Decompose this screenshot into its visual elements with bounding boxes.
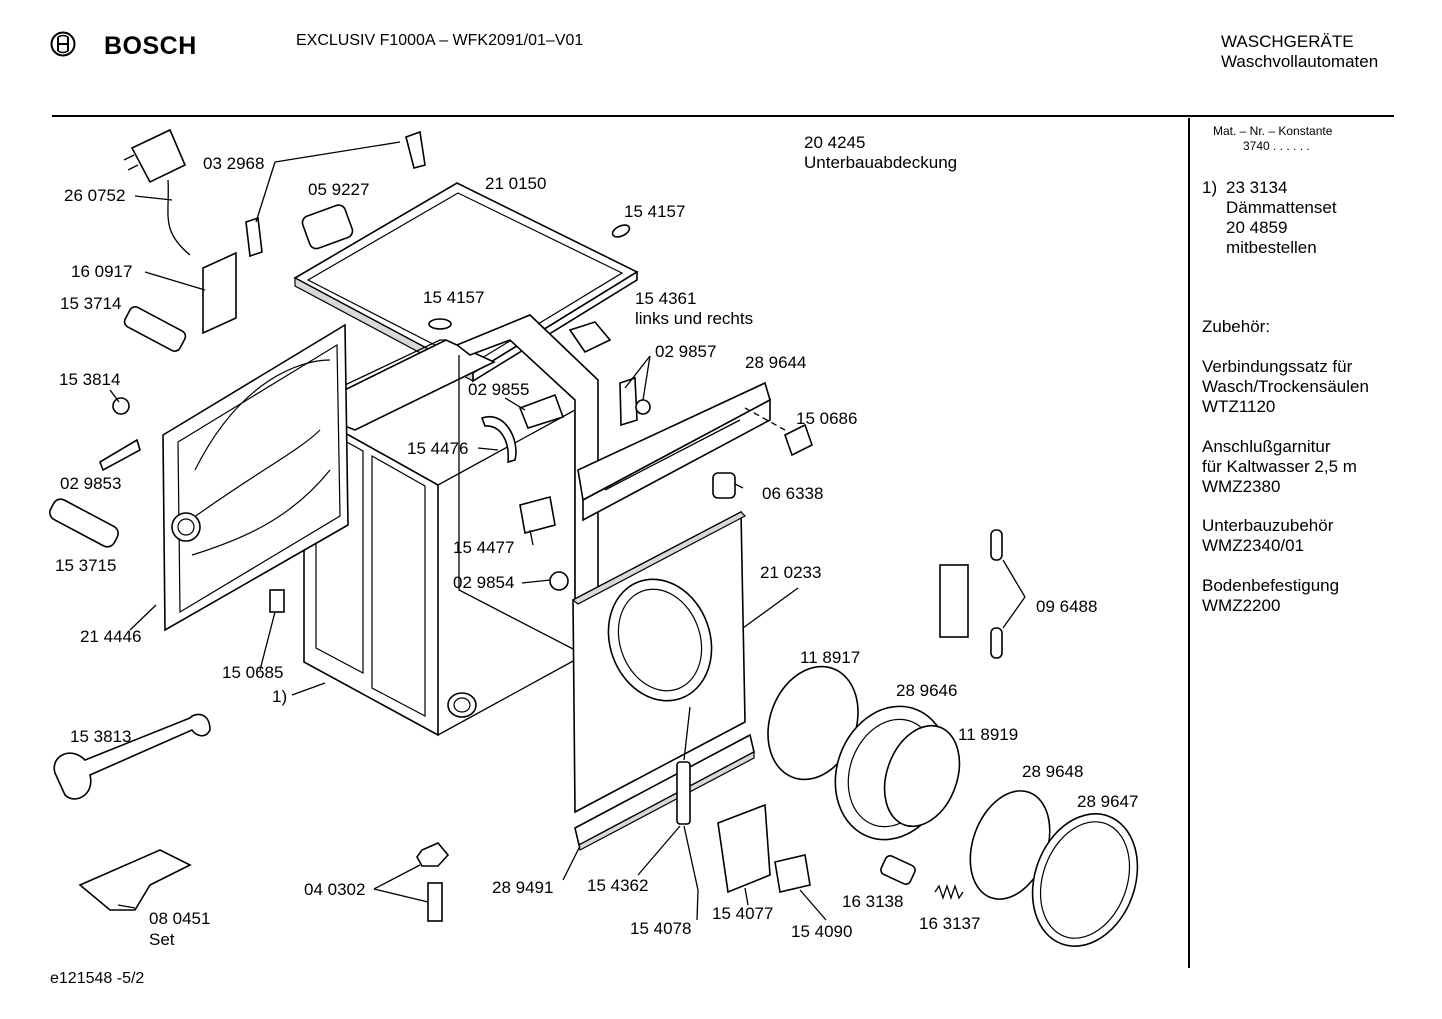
part-number-label: 15 4157 xyxy=(624,202,686,221)
mat-nr-label: Mat. – Nr. – Konstante xyxy=(1213,124,1333,138)
small-parts xyxy=(49,128,1003,922)
part-number-label: 28 9647 xyxy=(1077,792,1139,811)
part-number-label: 21 0150 xyxy=(485,174,547,193)
part-description-label: links und rechts xyxy=(635,309,754,328)
mat-nr-value: 3740 . . . . . . xyxy=(1243,139,1310,153)
part-number-label: 05 9227 xyxy=(308,180,370,199)
part-number-label: 28 9644 xyxy=(745,353,807,372)
accessory-line: Unterbauzubehör xyxy=(1202,516,1334,535)
part-number-label: 16 3137 xyxy=(919,914,981,933)
part-number-label: 28 9491 xyxy=(492,878,554,897)
category-subtitle: Waschvollautomaten xyxy=(1221,52,1379,71)
part-number-label: 15 4078 xyxy=(630,919,692,938)
part-number-label: 15 4476 xyxy=(407,439,469,458)
part-description-label: Unterbauabdeckung xyxy=(804,153,958,172)
note1-line: 20 4859 xyxy=(1226,218,1288,237)
exploded-view-drawing xyxy=(49,128,1139,947)
part-description-label: Set xyxy=(149,930,175,949)
part-number-label: 15 4090 xyxy=(791,922,853,941)
header-divider xyxy=(52,115,1394,117)
door-ring-parts xyxy=(767,665,1139,947)
brand-name: BOSCH xyxy=(104,32,197,60)
part-number-label: 15 0685 xyxy=(222,663,284,682)
part-number-label: 11 8917 xyxy=(800,648,861,667)
top-cover-part xyxy=(293,182,639,383)
part-number-label: 15 4361 xyxy=(635,289,697,308)
accessories-title: Zubehör: xyxy=(1202,317,1271,336)
part-number-label: 15 3813 xyxy=(70,727,132,746)
part-number-label: 15 4477 xyxy=(453,538,515,557)
plinth-part xyxy=(574,733,755,851)
part-number-label: 15 3714 xyxy=(60,294,122,313)
note1-line: 23 3134 xyxy=(1226,178,1288,197)
part-number-label: 15 3715 xyxy=(55,556,117,575)
accessory-code: WMZ2340/01 xyxy=(1202,536,1305,555)
part-number-label: 06 6338 xyxy=(762,484,824,503)
part-number-label: 08 0451 xyxy=(149,909,211,928)
document-reference: e121548 -5/2 xyxy=(50,970,145,987)
accessory-line: Anschlußgarnitur xyxy=(1202,437,1331,456)
note1-marker: 1) xyxy=(1202,178,1218,197)
part-number-label: 04 0302 xyxy=(304,880,366,899)
note1-line: Dämmattenset xyxy=(1226,198,1337,217)
part-number-label: 16 0917 xyxy=(71,262,133,281)
note1-line: mitbestellen xyxy=(1226,238,1317,257)
accessory-line: für Kaltwasser 2,5 m xyxy=(1202,457,1357,476)
accessory-line: Wasch/Trockensäulen xyxy=(1202,377,1369,396)
part-number-label: 15 0686 xyxy=(796,409,858,428)
part-number-label: 15 4077 xyxy=(712,904,774,923)
category-title: WASCHGERÄTE xyxy=(1221,32,1354,51)
part-number-label: 02 9853 xyxy=(60,474,122,493)
part-number-label: 15 4362 xyxy=(587,876,649,895)
accessory-line: Verbindungssatz für xyxy=(1202,357,1353,376)
back-panel-part xyxy=(162,323,349,632)
part-number-label: 15 4157 xyxy=(423,288,485,307)
part-number-label: 02 9854 xyxy=(453,573,515,592)
part-number-label: 28 9646 xyxy=(896,681,958,700)
part-number-label: 02 9857 xyxy=(655,342,717,361)
part-number-label: 20 4245 xyxy=(804,133,866,152)
footnote-marker: 1) xyxy=(272,687,288,706)
part-number-label: 28 9648 xyxy=(1022,762,1084,781)
bosch-logo-icon xyxy=(50,31,76,57)
leader-lines xyxy=(109,141,1026,921)
part-number-label: 16 3138 xyxy=(842,892,904,911)
front-panel-part xyxy=(571,510,746,814)
accessory-code: WMZ2200 xyxy=(1202,596,1281,615)
model-title: EXCLUSIV F1000A – WFK2091/01–V01 xyxy=(296,32,584,49)
control-panel-frame-part xyxy=(577,381,771,522)
sidebar-divider xyxy=(1188,118,1190,968)
part-number-label: 21 4446 xyxy=(80,627,142,646)
part-number-label: 02 9855 xyxy=(468,380,530,399)
part-number-label: 11 8919 xyxy=(958,725,1019,744)
part-number-label: 03 2968 xyxy=(203,154,265,173)
part-number-label: 15 3814 xyxy=(59,370,121,389)
part-number-label: 26 0752 xyxy=(64,186,126,205)
part-number-label: 09 6488 xyxy=(1036,597,1098,616)
accessory-code: WTZ1120 xyxy=(1202,397,1276,416)
part-number-label: 21 0233 xyxy=(760,563,822,582)
accessory-code: WMZ2380 xyxy=(1202,477,1281,496)
accessory-line: Bodenbefestigung xyxy=(1202,576,1340,595)
